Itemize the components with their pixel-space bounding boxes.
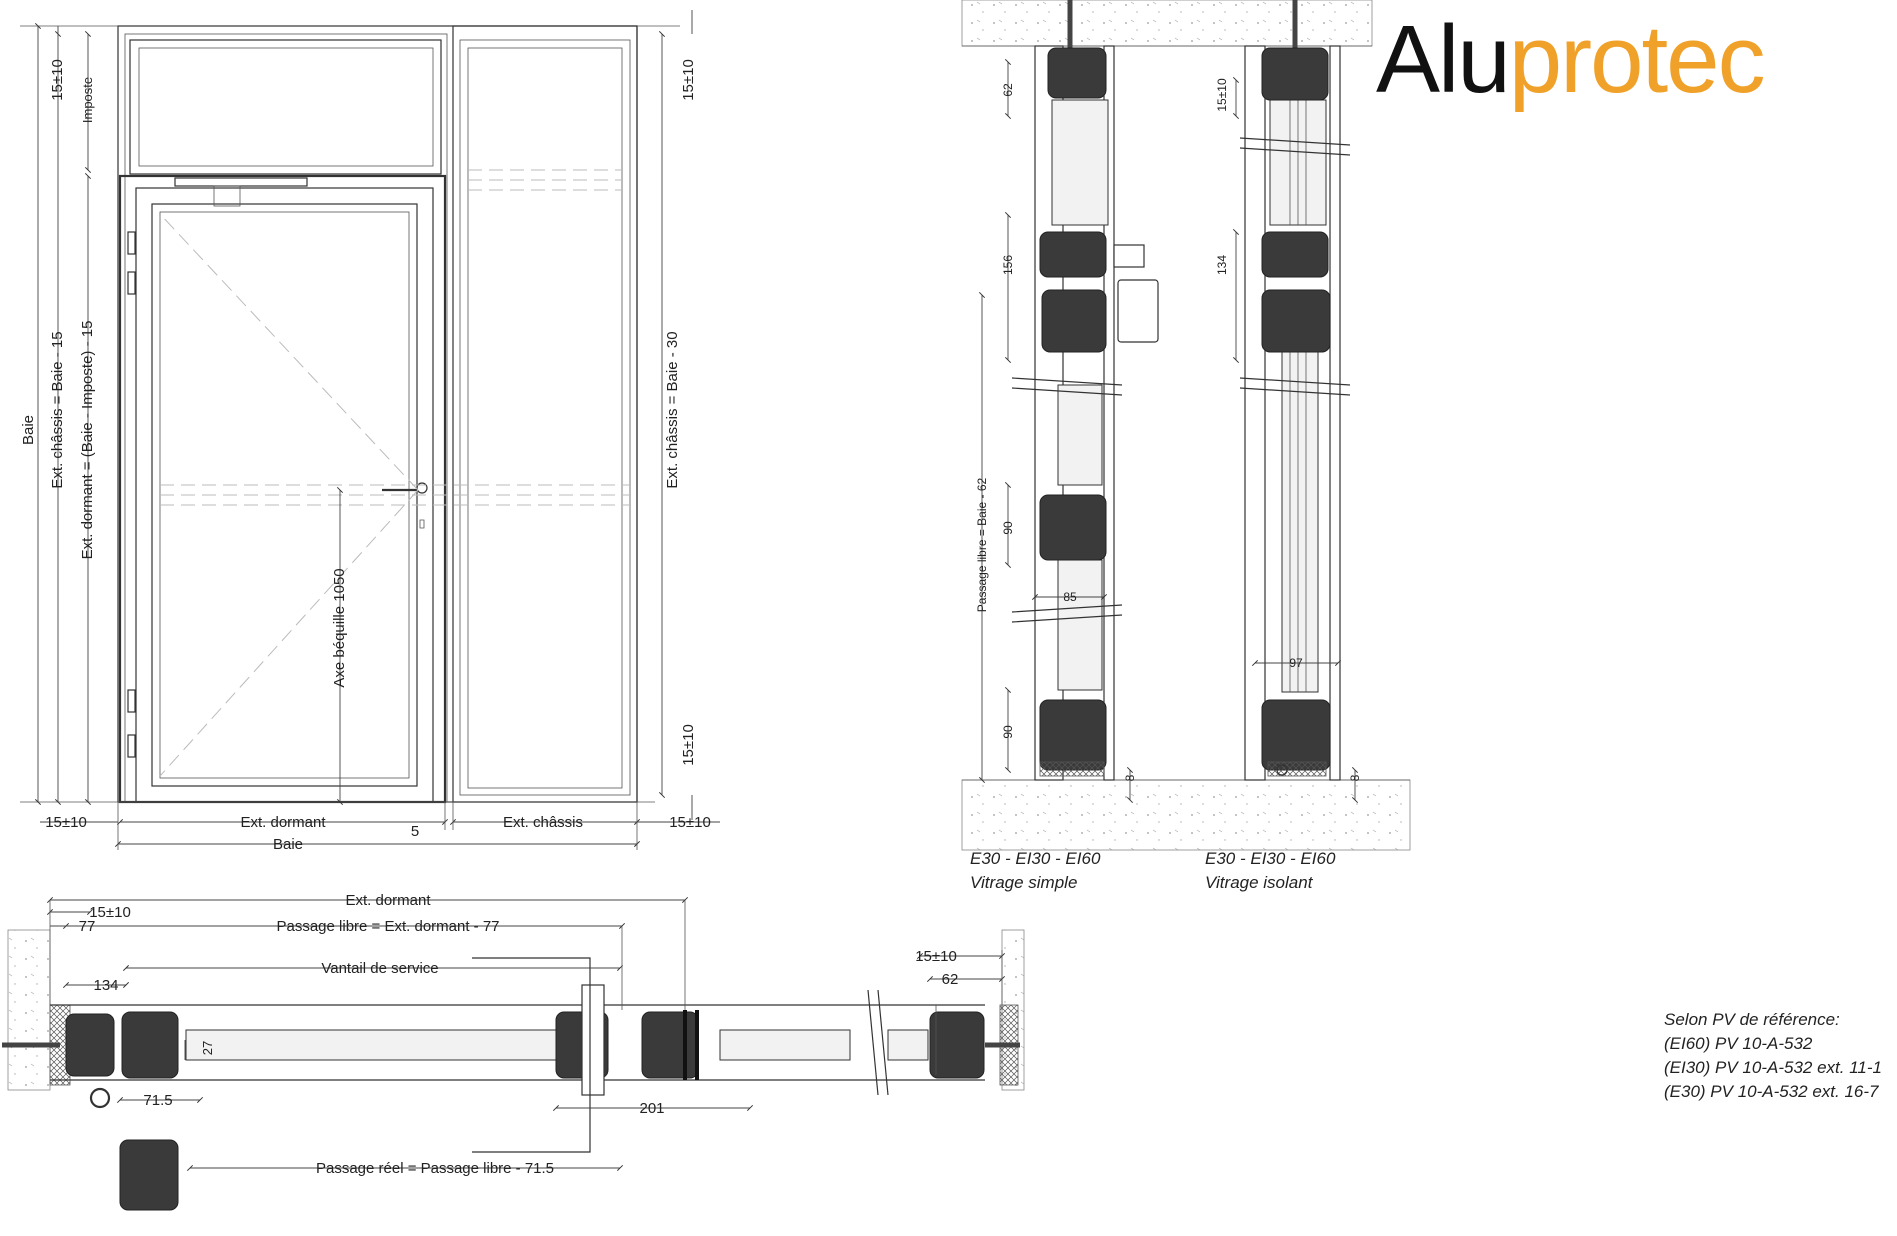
section-isolant-dimensions: 15±10 134 97 8 E30 - EI30 - EI60 Vitrage…	[1205, 76, 1362, 892]
section-simple-dimensions: 62 156 Passage libre = Baie - 62 90 85 9…	[970, 58, 1137, 892]
dim-bottom-left-gap: 15±10	[45, 814, 87, 831]
simple-dim-85: 85	[1063, 590, 1077, 604]
caption-simple-1: E30 - EI30 - EI60	[970, 849, 1101, 868]
simple-dim-90a: 90	[1001, 521, 1015, 535]
logo-part-protec: protec	[1508, 6, 1766, 113]
dim-bottom-baie: Baie	[273, 836, 303, 853]
simple-dim-156: 156	[1001, 255, 1015, 275]
isolant-dim-gap: 15±10	[1215, 78, 1229, 112]
plan-134: 134	[93, 977, 118, 994]
caption-isolant-2: Vitrage isolant	[1205, 873, 1314, 892]
dim-bottom-ext-chassis: Ext. châssis	[503, 814, 583, 831]
aluprotec-logo: Aluprotec	[1376, 12, 1766, 108]
isolant-dim-97: 97	[1289, 656, 1303, 670]
plan-ext-dormant: Ext. dormant	[345, 892, 431, 909]
plan-passage-libre: Passage libre = Ext. dormant - 77	[276, 918, 499, 935]
section-vitrage-simple	[961, 0, 1411, 851]
plan-dimensions: Ext. dormant 15±10 77 Passage libre = Ex…	[46, 892, 1006, 1177]
logo-part-alu: Alu	[1376, 6, 1511, 113]
isolant-dim-8: 8	[1348, 774, 1362, 781]
plan-right-gap: 15±10	[915, 948, 957, 965]
dim-baie-vertical: Baie	[20, 415, 37, 445]
caption-simple-2: Vitrage simple	[970, 873, 1077, 892]
reference-line: Selon PV de référence:	[1664, 1010, 1840, 1029]
dim-handle-axis: Axe béquille 1050	[331, 568, 348, 687]
section-vitrage-isolant	[1239, 0, 1351, 781]
dim-bottom-ext-dormant: Ext. dormant	[240, 814, 326, 831]
plan-section	[2, 929, 1025, 1211]
reference-line: (EI30) PV 10-A-532 ext. 11-1	[1664, 1058, 1882, 1077]
dim-bottom-gap-right: 15±10	[680, 724, 697, 766]
plan-gap: 15±10	[89, 904, 131, 921]
reference-line: (EI60) PV 10-A-532	[1664, 1034, 1813, 1053]
reference-line: (E30) PV 10-A-532 ext. 16-7	[1664, 1082, 1879, 1101]
simple-dim-62: 62	[1001, 83, 1015, 97]
plan-201: 201	[639, 1100, 664, 1117]
dim-ext-chassis-left: Ext. châssis = Baie - 15	[49, 331, 66, 488]
isolant-dim-134: 134	[1215, 255, 1229, 275]
plan-62: 62	[942, 971, 959, 988]
dim-bottom-gap: 5	[411, 823, 419, 840]
simple-dim-90b: 90	[1001, 725, 1015, 739]
dim-top-gap-left: 15±10	[49, 59, 66, 101]
plan-vantail: Vantail de service	[321, 960, 438, 977]
plan-27: 27	[200, 1041, 215, 1055]
reference-note: Selon PV de référence: (EI60) PV 10-A-53…	[1664, 1008, 1882, 1104]
door-elevation	[20, 25, 680, 804]
simple-dim-8: 8	[1123, 774, 1137, 781]
dim-bottom-right-gap: 15±10	[669, 814, 711, 831]
caption-isolant-1: E30 - EI30 - EI60	[1205, 849, 1336, 868]
simple-dim-passage: Passage libre = Baie - 62	[975, 477, 989, 612]
plan-71-5: 71.5	[143, 1092, 172, 1109]
dim-ext-chassis-right: Ext. châssis = Baie - 30	[664, 331, 681, 488]
plan-passage-reel: Passage réel = Passage libre - 71.5	[316, 1160, 554, 1177]
plan-77: 77	[79, 918, 96, 935]
dim-imposte: Imposte	[80, 77, 95, 123]
elevation-dimensions: Baie Ext. châssis = Baie - 15 Ext. dorma…	[20, 10, 720, 853]
dim-ext-dormant-left: Ext. dormant = (Baie - Imposte) - 15	[79, 321, 96, 560]
dim-top-gap-right: 15±10	[680, 59, 697, 101]
